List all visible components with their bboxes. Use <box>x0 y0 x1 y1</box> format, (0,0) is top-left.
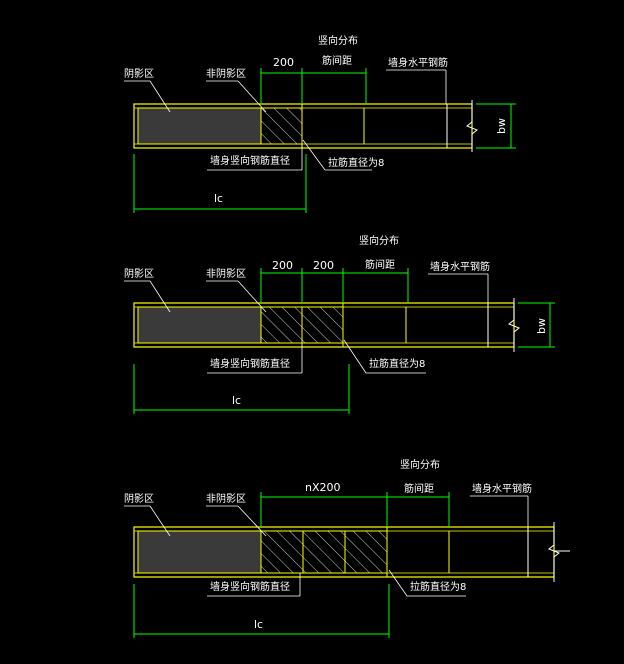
wall-detail-1: 200 lc bw 阴影区 非阴影区 竖向分布 筋间距 墙身水平钢筋 墙身竖向钢… <box>124 34 516 213</box>
label-nonconstrained-zone: 非阴影区 <box>206 68 246 80</box>
label-bar-spacing: 筋间距 <box>322 54 352 67</box>
leader-line <box>237 505 267 537</box>
constrained-zone <box>137 306 262 344</box>
wall-detail-3: nX200 lc 阴影区 非阴影区 竖向分布 筋间距 墙身水平钢筋 墙身竖向钢筋… <box>124 458 570 638</box>
constrained-zone <box>137 107 262 145</box>
label-horizontal-bar: 墙身水平钢筋 <box>388 56 448 69</box>
label-constrained-zone: 阴影区 <box>124 68 154 80</box>
dim-text-200: 200 <box>273 56 294 69</box>
constrained-zone <box>137 530 262 574</box>
label-horizontal-bar: 墙身水平钢筋 <box>472 482 532 495</box>
wall-outline <box>133 526 555 578</box>
leader-line <box>388 569 408 597</box>
label-vertical-distribution: 竖向分布 <box>318 34 358 47</box>
hatched-zone <box>260 107 303 145</box>
label-nonconstrained-zone: 非阴影区 <box>206 268 246 280</box>
label-tie-diameter: 拉筋直径为8 <box>328 156 384 169</box>
label-bar-spacing: 筋间距 <box>404 482 434 495</box>
label-vertical-bar-diameter: 墙身竖向钢筋直径 <box>210 357 290 370</box>
label-nonconstrained-zone: 非阴影区 <box>206 493 246 505</box>
dim-text-nx200: nX200 <box>305 481 341 494</box>
leader-line <box>237 280 267 313</box>
leader-line <box>302 139 326 171</box>
label-vertical-distribution: 竖向分布 <box>359 234 399 247</box>
label-bar-spacing: 筋间距 <box>365 258 395 271</box>
label-horizontal-bar: 墙身水平钢筋 <box>430 260 490 273</box>
label-constrained-zone: 阴影区 <box>124 268 154 280</box>
dim-text-lc: lc <box>232 394 241 407</box>
label-tie-diameter: 拉筋直径为8 <box>369 357 425 370</box>
leader-line <box>343 339 367 374</box>
dim-text-lc: lc <box>214 192 223 205</box>
label-vertical-bar-diameter: 墙身竖向钢筋直径 <box>210 154 290 167</box>
wall-outline <box>133 103 473 149</box>
dim-text-lc: lc <box>254 618 263 631</box>
leader-line <box>237 80 267 113</box>
break-line <box>508 298 520 352</box>
break-line <box>466 100 478 152</box>
label-vertical-distribution: 竖向分布 <box>400 458 440 471</box>
leader-line <box>149 280 171 313</box>
dim-text-200: 200 <box>313 259 334 272</box>
wall-outline <box>133 302 515 348</box>
label-constrained-zone: 阴影区 <box>124 493 154 505</box>
hatched-zone <box>260 530 388 574</box>
leader-line <box>149 505 171 537</box>
dim-text-200: 200 <box>272 259 293 272</box>
leader-line <box>149 80 171 113</box>
label-vertical-bar-diameter: 墙身竖向钢筋直径 <box>210 580 290 593</box>
dim-text-bw: bw <box>495 118 508 134</box>
wall-detail-2: 200 200 lc bw 阴影区 非阴影区 竖向分布 筋间距 墙身水平钢筋 墙… <box>124 234 555 414</box>
dim-text-bw: bw <box>535 318 548 334</box>
label-tie-diameter: 拉筋直径为8 <box>410 580 466 593</box>
